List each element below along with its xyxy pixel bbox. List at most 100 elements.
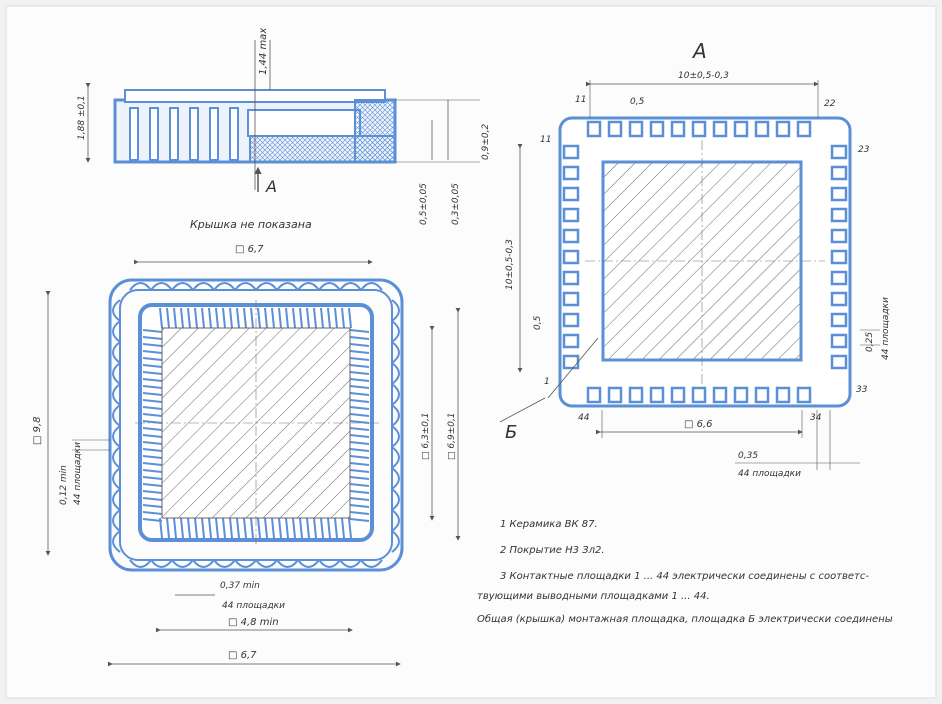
contact-pad — [607, 386, 623, 404]
technical-notes: 1 Керамика ВК 87. 2 Покрытие Н3 Зл2. 3 К… — [477, 519, 893, 625]
view-a-label: А — [691, 39, 707, 63]
lead-fin — [349, 448, 370, 452]
contact-pad — [712, 386, 728, 404]
lead-fin — [142, 371, 163, 375]
contact-pad — [830, 207, 848, 223]
lead-fin — [142, 476, 163, 480]
lead-fin — [194, 307, 198, 329]
lead-fin — [243, 307, 247, 329]
lead-fin — [142, 427, 163, 431]
lead-fin — [327, 517, 331, 539]
rim-scallop — [297, 282, 320, 291]
rim-scallop — [391, 446, 400, 469]
lead-fin — [349, 420, 370, 424]
rim-scallop — [339, 282, 362, 291]
lead-fin — [349, 378, 370, 382]
lead-fin — [349, 364, 370, 368]
dim-view-top-span: 10±0,5-0,3 — [678, 71, 729, 81]
lead-fin — [334, 517, 338, 539]
rim-scallop — [112, 488, 121, 511]
lead-fin — [349, 392, 370, 396]
rim-scallop — [234, 559, 257, 568]
rim-scallop — [255, 559, 278, 568]
contact-pad — [733, 386, 749, 404]
rim-scallop — [391, 383, 400, 406]
num-bottom-right: 34 — [810, 413, 822, 423]
lead-fin — [142, 518, 163, 522]
note-4: твующими выводными площадками 1 ... 44. — [477, 591, 710, 602]
contact-pad — [775, 386, 791, 404]
dim-view-right-pitch: 0,25 — [865, 332, 875, 352]
note-5: Общая (крышка) монтажная площадка, площа… — [477, 613, 893, 625]
dim-view-pitch-top: 0,5 — [630, 97, 645, 107]
contact-pad — [733, 120, 749, 138]
contact-pad — [754, 120, 770, 138]
contact-pad — [830, 165, 848, 181]
lead-fin — [142, 483, 163, 487]
contact-pad — [562, 228, 580, 244]
rim-scallop — [112, 509, 121, 532]
lead-fin — [349, 476, 370, 480]
lead-fin — [264, 307, 268, 329]
contact-pad — [562, 186, 580, 202]
lead-fin — [208, 517, 212, 539]
rim-scallop — [391, 488, 400, 511]
lead-fin — [349, 357, 370, 361]
lead-fin — [180, 307, 184, 329]
lead-fin — [341, 307, 345, 329]
lead-fin — [236, 517, 240, 539]
num-top-left: 11 — [575, 95, 586, 105]
contact-pad — [607, 120, 623, 138]
rim-scallop — [391, 341, 400, 364]
note-3: 3 Контактные площадки 1 ... 44 электриче… — [500, 571, 869, 582]
lead-fin — [142, 350, 163, 354]
lead-fin — [278, 307, 282, 329]
num-right-bottom: 33 — [856, 385, 868, 395]
lead-fin — [349, 504, 370, 508]
lead-fin — [349, 399, 370, 403]
contact-pad — [796, 386, 812, 404]
lead-fin — [142, 378, 163, 382]
note-1: 1 Керамика ВК 87. — [500, 519, 598, 530]
lead-fin — [229, 517, 233, 539]
lead-fin — [299, 307, 303, 329]
dim-view-bottom-pads: 44 площадки — [738, 469, 801, 479]
view-a — [499, 80, 880, 470]
lead-fin — [208, 307, 212, 329]
lead-fin — [349, 490, 370, 494]
contact-pad — [649, 120, 665, 138]
dim-plan-pads-bottom: 44 площадки — [222, 601, 285, 611]
lead-fin — [166, 307, 170, 329]
lead-fin — [250, 517, 254, 539]
lead-fin — [278, 517, 282, 539]
lead-fin — [142, 357, 163, 361]
num-right-top: 23 — [858, 145, 870, 155]
lead-fin — [349, 329, 370, 333]
side-slot — [169, 107, 179, 161]
dim-view-left-span: 10±0,5-0,3 — [505, 239, 515, 290]
lead-fin — [222, 517, 226, 539]
num-left-bottom: 1 — [544, 377, 550, 387]
rim-scallop — [192, 559, 215, 568]
lead-fin — [341, 517, 345, 539]
dim-plan-top: □ 6,7 — [235, 244, 264, 255]
lead-fin — [142, 448, 163, 452]
rim-scallop — [112, 341, 121, 364]
lead-fin — [299, 517, 303, 539]
lead-fin — [142, 406, 163, 410]
contact-pad — [830, 186, 848, 202]
lead-fin — [313, 517, 317, 539]
contact-pad — [562, 144, 580, 160]
dim-plan-pitch: 0,12 min — [59, 465, 69, 505]
callout-b: Б — [505, 422, 517, 443]
lead-fin — [229, 307, 233, 329]
dim-plan-bottom-2: □ 6,7 — [228, 650, 257, 661]
lead-fin — [142, 469, 163, 473]
rim-scallop — [150, 559, 173, 568]
side-slot — [229, 107, 239, 161]
arrow-label: А — [265, 177, 277, 196]
lead-fin — [142, 434, 163, 438]
rim-scallop — [112, 320, 121, 343]
lead-fin — [142, 413, 163, 417]
rim-scallop — [112, 299, 121, 322]
